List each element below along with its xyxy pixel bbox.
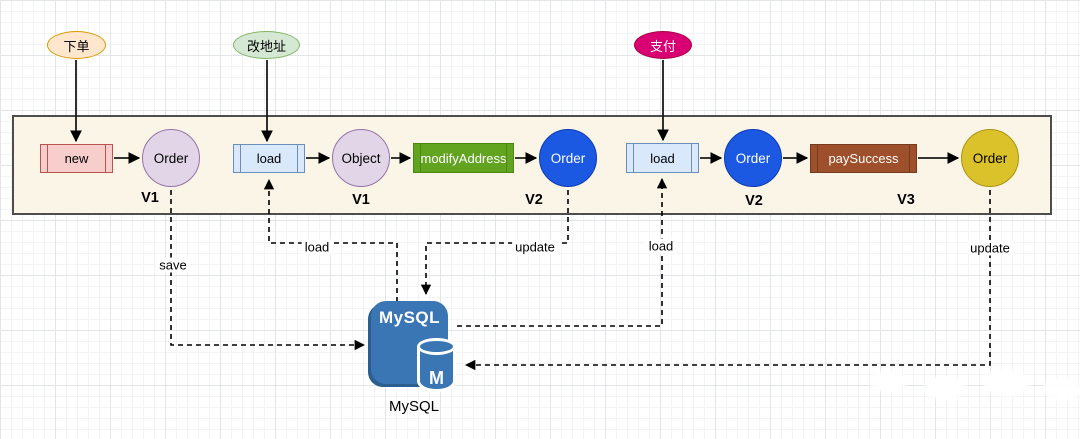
process-load-left: load <box>233 144 305 173</box>
mysql-icon-title: MySQL <box>378 308 441 327</box>
mysql-caption: MySQL <box>388 398 439 415</box>
process-modify-address: modifyAddress <box>413 143 514 173</box>
node-object-label: Object <box>341 150 381 166</box>
node-order-v2-right: Order <box>724 129 782 187</box>
node-order-v2-left: Order <box>539 129 597 187</box>
trigger-change-address-label: 改地址 <box>246 38 286 54</box>
node-order-v2-right-label: Order <box>735 150 771 166</box>
node-object: Object <box>332 129 390 187</box>
node-order-v1: Order <box>142 129 200 187</box>
mysql-icon: MySQL M MySQL <box>366 296 462 420</box>
edge-update-order-v3-to-mysql <box>464 190 991 371</box>
trigger-pay-label: 支付 <box>649 38 676 54</box>
edge-load-mysql-to-load-right <box>457 177 668 327</box>
process-modify-address-label: modifyAddress <box>420 150 507 166</box>
version-label-v1-left: V1 <box>141 190 159 206</box>
trigger-pay: 支付 <box>634 31 692 59</box>
trigger-place-order-label: 下单 <box>63 38 90 54</box>
node-order-v2-left-label: Order <box>550 150 586 166</box>
trigger-change-address: 改地址 <box>233 31 300 59</box>
edge-label-load-right: load <box>645 238 677 254</box>
version-label-v1-mid: V1 <box>352 192 370 208</box>
node-order-v3-label: Order <box>972 150 1008 166</box>
version-label-v3: V3 <box>897 192 915 208</box>
edge-label-update-right: update <box>967 240 1013 256</box>
process-pay-success: paySuccess <box>810 144 917 173</box>
process-new-label: new <box>64 151 89 166</box>
mysql-cylinder-top-icon <box>417 338 456 355</box>
version-label-v2-left: V2 <box>525 192 543 208</box>
edge-label-save: save <box>156 257 190 273</box>
mysql-cylinder-letter: M <box>429 367 444 388</box>
edge-label-update-left: update <box>512 239 558 255</box>
version-label-v2-right: V2 <box>745 193 763 209</box>
process-load-left-label: load <box>256 151 282 166</box>
edge-update-order-v2-to-mysql <box>420 190 569 296</box>
node-order-v1-label: Order <box>153 150 189 166</box>
process-load-right-label: load <box>650 150 675 166</box>
edge-label-load-left: load <box>301 239 333 255</box>
edge-load-mysql-to-load-left <box>263 178 398 302</box>
trigger-place-order: 下单 <box>47 31 106 59</box>
process-pay-success-label: paySuccess <box>828 151 899 166</box>
process-load-right: load <box>626 143 699 173</box>
node-order-v3: Order <box>961 129 1019 187</box>
process-new: new <box>40 144 113 173</box>
edge-save-order-v1-to-mysql <box>170 190 366 351</box>
